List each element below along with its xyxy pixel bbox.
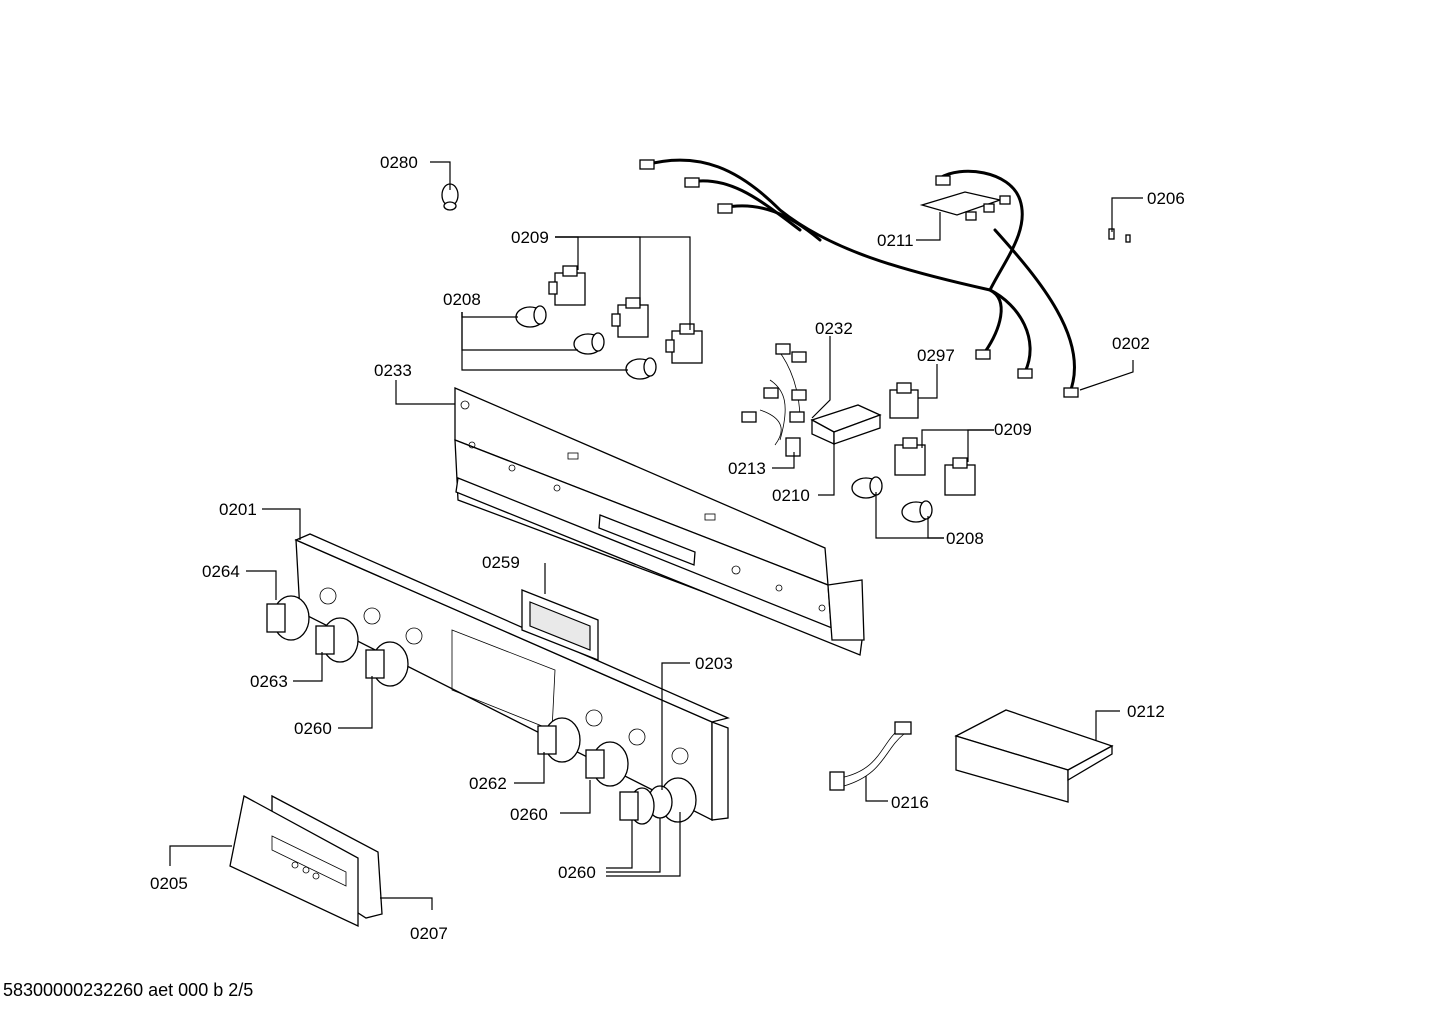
part-0209-switches-lower xyxy=(894,437,976,496)
callout-0201: 0201 xyxy=(219,500,257,519)
document-code: 58300000232260 aet 000 b 2/5 xyxy=(3,980,254,1000)
callout-0202: 0202 xyxy=(1112,334,1150,353)
callout-0280: 0280 xyxy=(380,153,418,172)
part-0212-tray xyxy=(954,709,1114,803)
part-0210-terminal-block xyxy=(810,404,882,446)
callout-0211: 0211 xyxy=(877,231,914,250)
callout-0209-upper: 0209 xyxy=(511,228,549,247)
callout-0233: 0233 xyxy=(374,361,412,380)
callout-0262: 0262 xyxy=(469,774,507,793)
callout-0263: 0263 xyxy=(250,672,288,691)
callout-0213: 0213 xyxy=(728,459,766,478)
callout-0212: 0212 xyxy=(1127,702,1165,721)
part-0297-switch xyxy=(889,382,919,419)
part-0208-caps-upper xyxy=(515,305,657,380)
callout-0203: 0203 xyxy=(695,654,733,673)
callout-0297: 0297 xyxy=(917,346,955,365)
callout-0232: 0232 xyxy=(815,319,853,338)
callout-0260-b: 0260 xyxy=(510,805,548,824)
part-0216-wire xyxy=(829,721,912,791)
part-0280-clip xyxy=(441,183,459,211)
part-0211-harness xyxy=(639,158,1079,398)
part-0233-rear-panel xyxy=(454,387,865,656)
callout-0264: 0264 xyxy=(202,562,240,581)
callout-0259: 0259 xyxy=(482,553,520,572)
part-0259-display-module xyxy=(521,589,599,661)
callout-0260-a: 0260 xyxy=(294,719,332,738)
callout-0210: 0210 xyxy=(772,486,810,505)
callout-0208-upper: 0208 xyxy=(443,290,481,309)
callout-0209-lower: 0209 xyxy=(994,420,1032,439)
part-0232-wiring xyxy=(741,343,807,446)
part-0209-switches-upper xyxy=(548,265,703,364)
leader-lines xyxy=(169,161,1143,910)
callout-0207: 0207 xyxy=(410,924,448,943)
part-0213-connector xyxy=(785,437,801,457)
callout-0208-lower: 0208 xyxy=(946,529,984,548)
part-0208-caps-lower xyxy=(851,476,933,523)
callout-0216: 0216 xyxy=(891,793,929,812)
part-0205-fascia xyxy=(229,794,383,928)
callout-0260-c: 0260 xyxy=(558,863,596,882)
callout-0205: 0205 xyxy=(150,874,188,893)
part-knobs xyxy=(266,595,697,825)
callout-0206: 0206 xyxy=(1147,189,1185,208)
